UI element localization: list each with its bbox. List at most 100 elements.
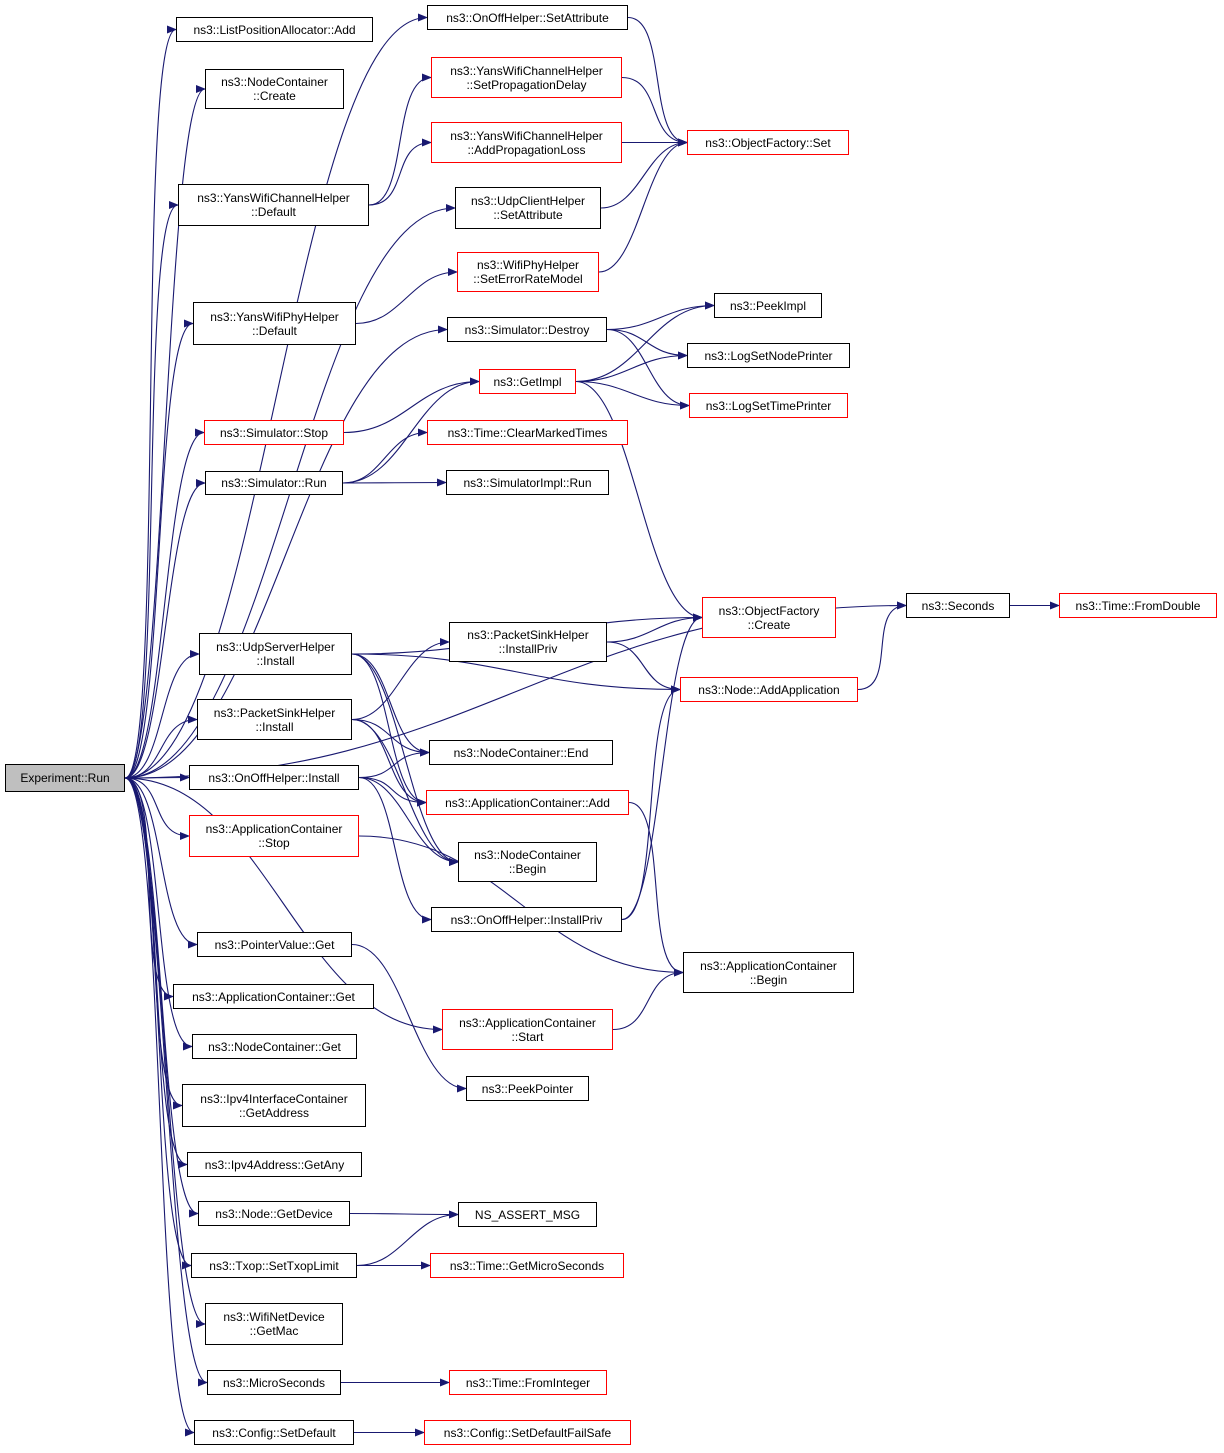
node-label-line: ns3::NodeContainer::Get (208, 1039, 341, 1054)
edge-root-to-pv-get (124, 777, 198, 949)
edge-root-to-ywph-default (124, 319, 194, 779)
node-label-line: ns3::Ipv4Address::GetAny (204, 1157, 345, 1172)
node-label-line: ns3::NodeContainer (474, 848, 581, 862)
node-label-line: ns3::UdpServerHelper (216, 640, 335, 654)
edge-root-to-wnd-getmac (124, 777, 206, 1328)
node-nc-get[interactable]: ns3::NodeContainer::Get (192, 1034, 357, 1059)
node-sim-destroy[interactable]: ns3::Simulator::Destroy (447, 317, 607, 342)
edge-root-to-lpa-add (124, 25, 177, 779)
node-lognode[interactable]: ns3::LogSetNodePrinter (687, 343, 850, 368)
edge-root-to-sim-destroy (124, 325, 448, 779)
edge-sim-destroy-to-logtime (606, 328, 690, 410)
node-ywph-default[interactable]: ns3::YansWifiPhyHelper::Default (193, 302, 356, 345)
node-ooh-install[interactable]: ns3::OnOffHelper::Install (189, 765, 359, 790)
edge-root-to-ac-stop (124, 777, 190, 840)
edge-root-to-config-setdefault (124, 777, 195, 1437)
node-ac-get[interactable]: ns3::ApplicationContainer::Get (173, 984, 374, 1009)
node-label-line: ns3::UdpClientHelper (470, 194, 586, 208)
node-sim-stop[interactable]: ns3::Simulator::Stop (204, 420, 344, 445)
node-pv-get[interactable]: ns3::PointerValue::Get (197, 932, 352, 957)
edge-udps-install-to-node-addapp (351, 653, 681, 694)
node-of-set[interactable]: ns3::ObjectFactory::Set (687, 130, 849, 155)
node-ywch-setdelay[interactable]: ns3::YansWifiChannelHelper::SetPropagati… (431, 57, 622, 98)
node-label-line: ns3::NodeContainer (221, 75, 328, 89)
edge-ac-start-to-ac-begin (612, 968, 684, 1031)
node-nc-begin[interactable]: ns3::NodeContainer::Begin (458, 842, 597, 882)
node-ywch-default[interactable]: ns3::YansWifiChannelHelper::Default (178, 184, 369, 226)
node-ooh-setattr[interactable]: ns3::OnOffHelper::SetAttribute (427, 5, 628, 30)
node-label-line: ::Begin (749, 972, 788, 987)
edge-psh-install-to-psh-installpriv (351, 638, 450, 721)
node-ooh-installpriv[interactable]: ns3::OnOffHelper::InstallPriv (431, 907, 622, 932)
node-node-getdevice[interactable]: ns3::Node::GetDevice (198, 1201, 350, 1226)
node-sim-run[interactable]: ns3::Simulator::Run (205, 471, 343, 495)
node-config-setdefault[interactable]: ns3::Config::SetDefault (194, 1420, 354, 1445)
node-psh-install[interactable]: ns3::PacketSinkHelper::Install (197, 699, 352, 740)
node-ipv4ic-getaddr[interactable]: ns3::Ipv4InterfaceContainer::GetAddress (182, 1084, 366, 1127)
node-root[interactable]: Experiment::Run (5, 764, 125, 792)
node-config-failsafe[interactable]: ns3::Config::SetDefaultFailSafe (424, 1420, 631, 1445)
node-peekimpl[interactable]: ns3::PeekImpl (714, 293, 822, 318)
node-label-line: Experiment::Run (20, 771, 110, 785)
node-label-line: ::Create (253, 89, 296, 103)
node-udps-install[interactable]: ns3::UdpServerHelper::Install (199, 633, 352, 675)
node-label-line: ns3::OnOffHelper::SetAttribute (446, 10, 609, 25)
node-time-getmicro[interactable]: ns3::Time::GetMicroSeconds (430, 1253, 624, 1278)
node-psh-installpriv[interactable]: ns3::PacketSinkHelper::InstallPriv (449, 622, 607, 662)
node-txop-limit[interactable]: ns3::Txop::SetTxopLimit (191, 1253, 357, 1278)
node-label-line: ns3::ApplicationContainer (205, 822, 343, 836)
node-wnd-getmac[interactable]: ns3::WifiNetDevice::GetMac (205, 1303, 343, 1345)
node-label-line: ns3::MicroSeconds (222, 1375, 326, 1390)
node-ac-add[interactable]: ns3::ApplicationContainer::Add (426, 790, 629, 815)
node-node-addapp[interactable]: ns3::Node::AddApplication (680, 677, 858, 702)
edge-ooh-installpriv-to-node-addapp (621, 685, 681, 921)
node-wph-seterr[interactable]: ns3::WifiPhyHelper::SetErrorRateModel (457, 252, 599, 292)
node-label-line: ns3::GetImpl (493, 374, 562, 389)
edge-root-to-node-getdevice (124, 777, 199, 1218)
edge-ywch-default-to-ywch-setdelay (368, 73, 432, 206)
node-ac-stop[interactable]: ns3::ApplicationContainer::Stop (189, 815, 359, 857)
edge-root-to-sim-run (124, 479, 206, 779)
node-label-line: ns3::Time::FromInteger (465, 1375, 591, 1390)
node-label-line: ns3::Simulator::Destroy (464, 322, 590, 337)
node-nc-create[interactable]: ns3::NodeContainer::Create (205, 69, 344, 109)
node-ywch-addloss[interactable]: ns3::YansWifiChannelHelper::AddPropagati… (431, 122, 622, 163)
node-udpc-setattr[interactable]: ns3::UdpClientHelper::SetAttribute (455, 187, 601, 229)
node-ac-start[interactable]: ns3::ApplicationContainer::Start (442, 1009, 613, 1050)
node-label-line: ns3::Config::SetDefault (212, 1425, 336, 1440)
node-ac-begin[interactable]: ns3::ApplicationContainer::Begin (683, 952, 854, 993)
node-ipv4a-getany[interactable]: ns3::Ipv4Address::GetAny (187, 1152, 362, 1177)
node-peekpointer[interactable]: ns3::PeekPointer (466, 1076, 589, 1101)
node-seconds[interactable]: ns3::Seconds (906, 593, 1010, 618)
node-label-line: ::SetErrorRateModel (473, 272, 583, 286)
node-time-fromdouble[interactable]: ns3::Time::FromDouble (1059, 593, 1217, 618)
node-microseconds[interactable]: ns3::MicroSeconds (207, 1370, 341, 1395)
node-label-line: ns3::YansWifiPhyHelper (210, 309, 339, 324)
node-label-line: ::InstallPriv (498, 642, 558, 656)
edge-sim-run-to-getimpl (342, 377, 480, 484)
edge-pv-get-to-peekpointer (351, 943, 467, 1093)
node-time-clear[interactable]: ns3::Time::ClearMarkedTimes (427, 420, 628, 445)
node-label-line: ns3::YansWifiChannelHelper (450, 63, 603, 78)
node-ns-assert[interactable]: NS_ASSERT_MSG (458, 1202, 597, 1227)
node-label-line: ns3::ApplicationContainer::Add (445, 795, 610, 810)
node-nc-end[interactable]: ns3::NodeContainer::End (429, 740, 613, 765)
edge-ac-add-to-ac-begin (628, 801, 684, 977)
node-of-create[interactable]: ns3::ObjectFactory::Create (702, 597, 836, 638)
node-label-line: ns3::Txop::SetTxopLimit (209, 1258, 339, 1273)
node-label-line: ns3::ObjectFactory::Set (705, 135, 831, 150)
edge-txop-limit-to-ns-assert (356, 1210, 459, 1267)
node-label-line: ::GetAddress (238, 1105, 310, 1120)
node-lpa-add[interactable]: ns3::ListPositionAllocator::Add (176, 17, 373, 42)
node-getimpl[interactable]: ns3::GetImpl (479, 369, 576, 394)
node-label-line: ::Begin (508, 862, 547, 876)
node-logtime[interactable]: ns3::LogSetTimePrinter (689, 393, 848, 418)
node-time-fromint[interactable]: ns3::Time::FromInteger (449, 1370, 607, 1395)
edge-udps-install-to-nc-end (351, 653, 430, 757)
node-simimpl-run[interactable]: ns3::SimulatorImpl::Run (446, 470, 609, 495)
edge-ooh-install-to-nc-end (358, 748, 430, 779)
node-label-line: ns3::NodeContainer::End (453, 745, 589, 760)
edge-psh-installpriv-to-of-create (606, 613, 703, 643)
node-label-line: ns3::LogSetTimePrinter (705, 398, 832, 413)
